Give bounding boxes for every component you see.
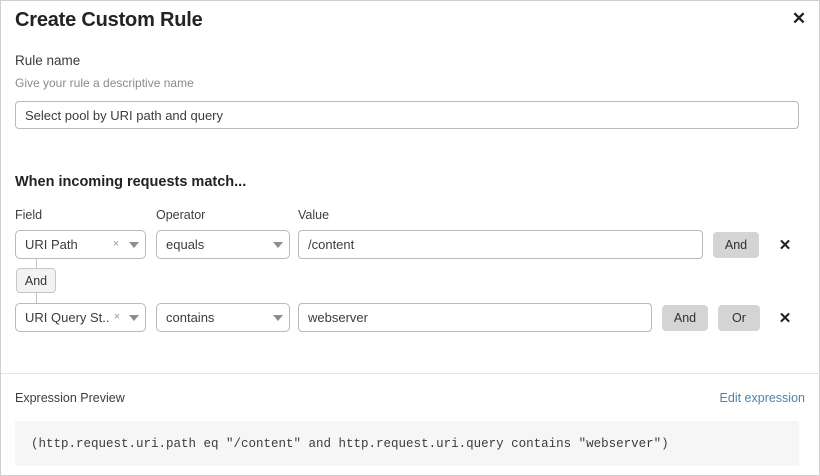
chevron-down-icon[interactable]	[124, 315, 145, 321]
value-input-row-2[interactable]	[298, 303, 652, 332]
chevron-down-icon[interactable]	[123, 242, 145, 248]
value-input-row-1[interactable]	[298, 230, 703, 259]
clear-icon[interactable]: ×	[113, 311, 121, 323]
match-section-heading: When incoming requests match...	[15, 174, 247, 190]
rule-name-input[interactable]	[15, 101, 799, 129]
delete-row-icon-row-2[interactable]: ✕	[778, 309, 792, 327]
table-row: URI Query St... × contains And Or ✕	[1, 303, 820, 333]
expression-preview-box: (http.request.uri.path eq "/content" and…	[15, 421, 799, 466]
chevron-down-icon[interactable]	[267, 242, 289, 248]
column-header-operator: Operator	[156, 208, 206, 222]
operator-select-row-1[interactable]: equals	[156, 230, 290, 259]
connector-line-top	[36, 259, 37, 271]
rule-name-label: Rule name	[15, 53, 81, 68]
field-select-row-2[interactable]: URI Query St... ×	[15, 303, 146, 332]
or-button-row-2[interactable]: Or	[718, 305, 760, 331]
column-header-field: Field	[15, 208, 43, 222]
field-select-row-1[interactable]: URI Path ×	[15, 230, 146, 259]
connector-line-bottom	[36, 292, 37, 303]
operator-select-value-row-2: contains	[166, 310, 215, 325]
and-button-row-1[interactable]: And	[713, 232, 759, 258]
chevron-down-icon[interactable]	[267, 315, 289, 321]
connector-and-badge[interactable]: And	[16, 268, 56, 293]
expression-preview-label: Expression Preview	[15, 391, 125, 405]
field-select-value-row-2: URI Query St...	[25, 310, 111, 325]
field-select-value-row-1: URI Path	[25, 237, 78, 252]
column-header-value: Value	[298, 208, 330, 222]
operator-select-row-2[interactable]: contains	[156, 303, 290, 332]
clear-icon[interactable]: ×	[112, 238, 120, 250]
and-button-row-2[interactable]: And	[662, 305, 708, 331]
rule-name-description: Give your rule a descriptive name	[15, 76, 194, 90]
edit-expression-link[interactable]: Edit expression	[719, 391, 805, 405]
close-icon[interactable]: ✕	[791, 8, 807, 28]
expression-preview-code: (http.request.uri.path eq "/content" and…	[31, 436, 669, 451]
section-divider	[1, 373, 820, 374]
page-title: Create Custom Rule	[15, 9, 203, 31]
table-row: URI Path × equals And ✕	[1, 230, 820, 260]
delete-row-icon-row-1[interactable]: ✕	[778, 236, 792, 254]
operator-select-value-row-1: equals	[166, 237, 205, 252]
